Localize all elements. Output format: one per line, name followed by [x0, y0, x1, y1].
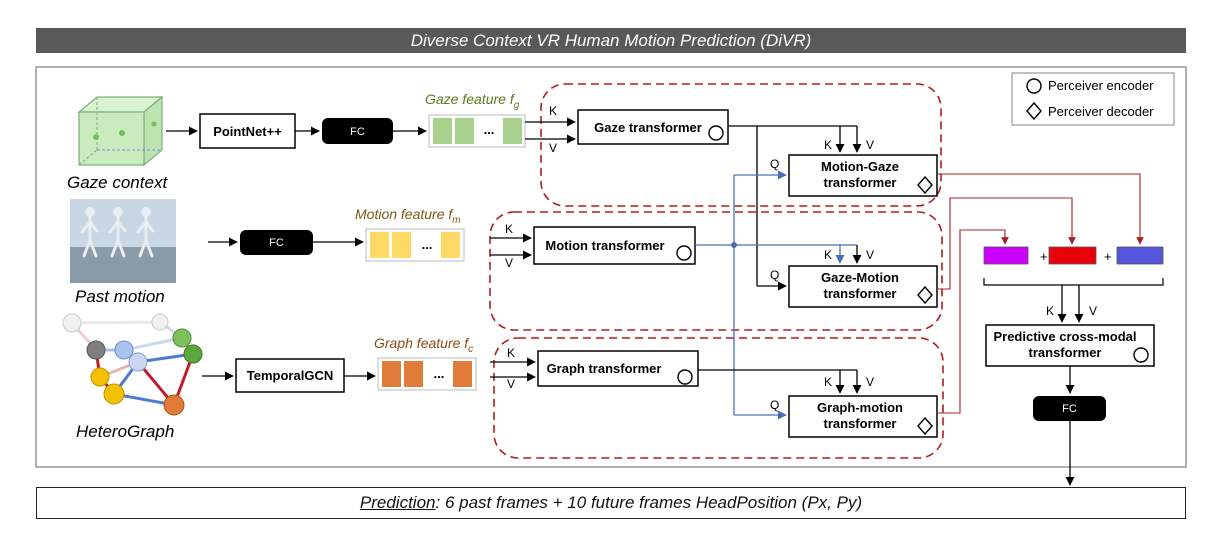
- motion-fc-box: [240, 230, 313, 255]
- motion-transformer-label: Motion transformer: [545, 238, 664, 253]
- fusion-token-red: [1048, 246, 1097, 265]
- predictive-v-label: V: [1089, 304, 1097, 318]
- motion-transformer-encoder-icon: [676, 245, 692, 261]
- gaze-fc-box: [322, 118, 393, 144]
- gaze-transformer-encoder-icon: [708, 125, 724, 141]
- diagram-title-text: Diverse Context VR Human Motion Predicti…: [410, 30, 812, 50]
- motion-feature-title: Motion feature fm: [355, 206, 461, 226]
- gaze-feature-title: Gaze feature fg: [425, 91, 520, 111]
- temporal-gcn-box: [235, 358, 345, 393]
- motion-group-outline: [489, 211, 943, 331]
- motion-gaze-decoder-icon: [917, 175, 933, 195]
- motion-gaze-k-label: K: [824, 138, 832, 152]
- encoder-circle-icon: [1026, 78, 1042, 94]
- motion-transformer-box: [533, 226, 696, 265]
- gaze-v-label: V: [549, 141, 557, 155]
- gaze-transformer-label: Gaze transformer: [594, 120, 702, 135]
- predictive-k-label: K: [1046, 304, 1054, 318]
- main-frame: [35, 66, 1187, 468]
- graph-motion-v-label: V: [866, 375, 874, 389]
- motion-fc-label: FC: [269, 237, 284, 249]
- motion-gaze-v-label: V: [866, 138, 874, 152]
- gaze-k-label: K: [549, 104, 557, 118]
- pointnet-box: [199, 113, 296, 149]
- legend-encoder: Perceiver encoder: [1048, 78, 1154, 93]
- fusion-token-magenta: [983, 246, 1029, 265]
- graph-motion-q-label: Q: [770, 398, 779, 412]
- gaze-group-outline: [540, 83, 942, 207]
- svg-text:Motion feature fm: Motion feature fm: [355, 206, 461, 226]
- plus-sign-1: +: [1040, 249, 1048, 264]
- diagram-title: Diverse Context VR Human Motion Predicti…: [36, 28, 1186, 53]
- graph-group-outline: [493, 337, 944, 459]
- graph-motion-transformer-box: [788, 395, 938, 438]
- svg-text:...: ...: [484, 122, 495, 137]
- graph-transformer-label: Graph transformer: [547, 361, 662, 376]
- fusion-token-blue: [1116, 246, 1164, 265]
- gaze-motion-q-label: Q: [770, 268, 779, 282]
- motion-v-label: V: [505, 256, 513, 270]
- predictive-transformer-box: [985, 324, 1155, 367]
- prediction-rest: : 6 past frames + 10 future frames HeadP…: [435, 493, 863, 512]
- heterograph-label: HeteroGraph: [76, 422, 174, 441]
- graph-v-label: V: [507, 377, 515, 391]
- final-fc-label: FC: [1062, 403, 1077, 415]
- gaze-motion-k-label: K: [824, 248, 832, 262]
- gaze-context-image: [77, 95, 164, 167]
- motion-branch-dot: [731, 242, 737, 248]
- legend-decoder: Perceiver decoder: [1048, 104, 1154, 119]
- graph-motion-decoder-icon: [917, 416, 933, 436]
- gaze-context-label: Gaze context: [67, 173, 168, 192]
- gaze-motion-decoder-icon: [917, 285, 933, 305]
- fusion-brace: [983, 278, 1164, 286]
- prediction-bar: Prediction: 6 past frames + 10 future fr…: [36, 487, 1186, 519]
- motion-gaze-q-label: Q: [770, 157, 779, 171]
- gaze-fc-label: FC: [350, 126, 365, 138]
- svg-text:Gaze feature fg: Gaze feature fg: [425, 91, 520, 111]
- svg-text:...: ...: [434, 366, 445, 381]
- svg-text:...: ...: [422, 237, 433, 252]
- motion-gaze-transformer-box: [788, 154, 938, 197]
- heterograph-image: [62, 313, 203, 416]
- gaze-feature-vector: ...: [428, 114, 526, 148]
- gaze-motion-transformer-box: [788, 265, 938, 308]
- graph-transformer-encoder-icon: [677, 369, 693, 385]
- graph-feature-title: Graph feature fc: [374, 335, 473, 355]
- graph-k-label: K: [507, 346, 515, 360]
- svg-text:Graph feature fc: Graph feature fc: [374, 335, 473, 355]
- graph-transformer-box: [537, 350, 699, 387]
- legend: Perceiver encoder Perceiver decoder: [1011, 72, 1175, 126]
- gaze-transformer-box: [577, 109, 729, 145]
- prediction-lead: Prediction: [359, 493, 436, 512]
- gaze-motion-v-label: V: [866, 248, 874, 262]
- pointnet-label: PointNet++: [213, 124, 282, 139]
- motion-feature-vector: ...: [365, 228, 465, 262]
- motion-k-label: K: [505, 222, 513, 236]
- past-motion-image: [70, 199, 176, 283]
- graph-motion-k-label: K: [824, 375, 832, 389]
- decoder-diamond-icon: [1026, 101, 1042, 121]
- plus-sign-2: +: [1104, 249, 1112, 264]
- predictive-encoder-icon: [1133, 347, 1149, 363]
- final-fc-box: [1033, 396, 1106, 421]
- graph-feature-vector: ...: [377, 357, 477, 391]
- temporal-gcn-label: TemporalGCN: [247, 368, 333, 383]
- past-motion-label: Past motion: [75, 287, 165, 306]
